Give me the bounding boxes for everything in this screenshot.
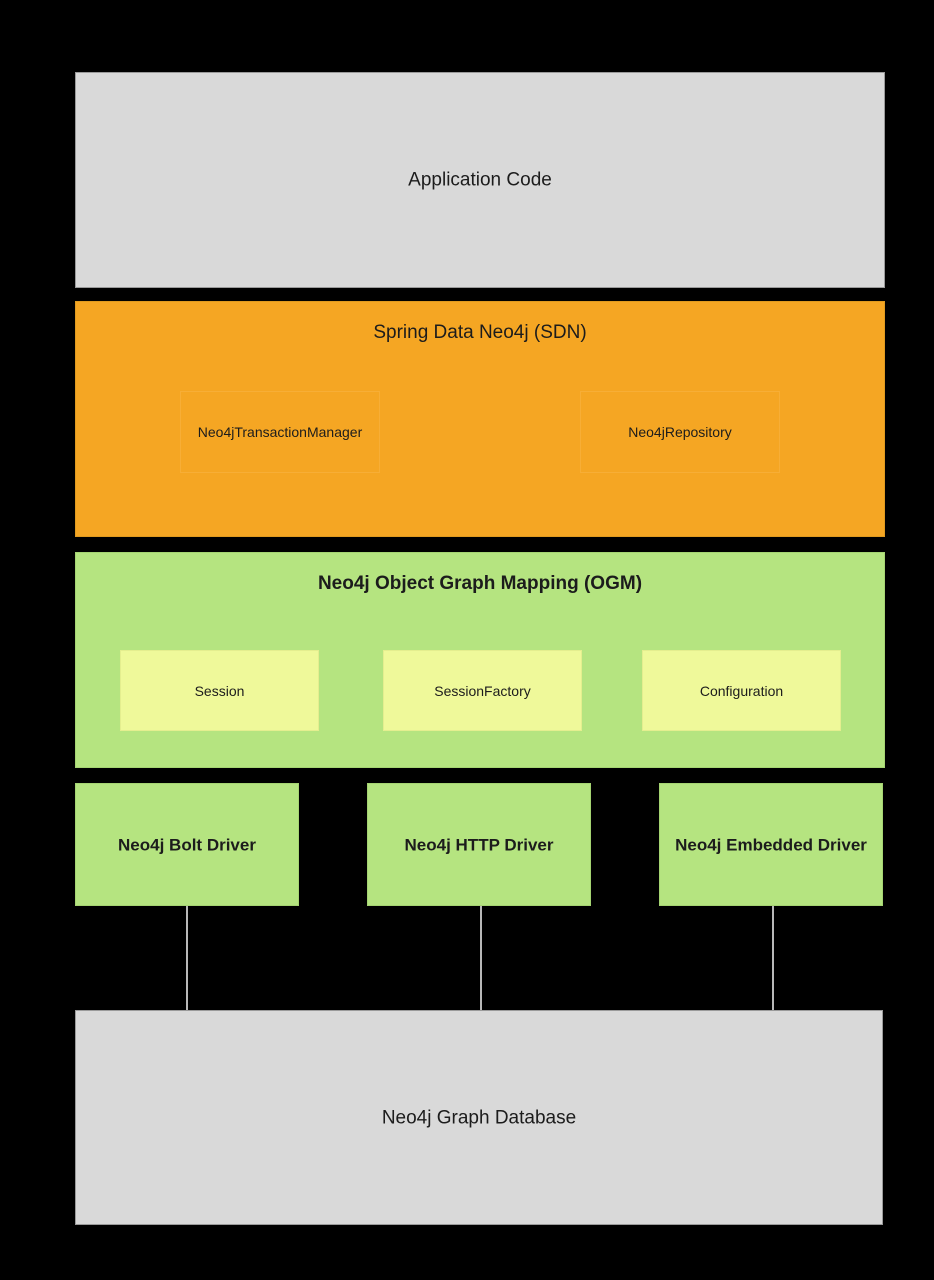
connector-embedded-to-database — [772, 906, 774, 1010]
layer-spring-data-neo4j: Spring Data Neo4j (SDN) Neo4jTransaction… — [75, 301, 885, 537]
component-session-factory-label: SessionFactory — [434, 682, 531, 699]
layer-application-code-label: Application Code — [408, 169, 552, 191]
layer-neo4j-graph-database: Neo4j Graph Database — [75, 1010, 883, 1225]
layer-spring-data-neo4j-title: Spring Data Neo4j (SDN) — [373, 322, 587, 343]
component-configuration: Configuration — [642, 650, 841, 731]
layer-neo4j-ogm: Neo4j Object Graph Mapping (OGM) Session… — [75, 552, 885, 768]
connector-bolt-to-database — [186, 906, 188, 1010]
driver-neo4j-bolt-label: Neo4j Bolt Driver — [118, 835, 256, 854]
component-session: Session — [120, 650, 319, 731]
component-session-factory: SessionFactory — [383, 650, 582, 731]
component-neo4j-repository: Neo4jRepository — [580, 391, 780, 473]
component-neo4j-transaction-manager: Neo4jTransactionManager — [180, 391, 380, 473]
driver-neo4j-embedded-label: Neo4j Embedded Driver — [675, 835, 867, 854]
connector-http-to-database — [480, 906, 482, 1010]
driver-neo4j-bolt: Neo4j Bolt Driver — [75, 783, 299, 906]
layer-neo4j-ogm-title: Neo4j Object Graph Mapping (OGM) — [317, 573, 643, 594]
component-neo4j-repository-label: Neo4jRepository — [628, 424, 732, 440]
driver-neo4j-embedded: Neo4j Embedded Driver — [659, 783, 883, 906]
driver-neo4j-http: Neo4j HTTP Driver — [367, 783, 591, 906]
component-configuration-label: Configuration — [699, 682, 784, 699]
component-neo4j-transaction-manager-label: Neo4jTransactionManager — [197, 424, 363, 440]
component-session-label: Session — [194, 682, 245, 699]
layer-application-code: Application Code — [75, 72, 885, 288]
driver-neo4j-http-label: Neo4j HTTP Driver — [404, 835, 554, 854]
layer-neo4j-graph-database-label: Neo4j Graph Database — [381, 1107, 577, 1128]
